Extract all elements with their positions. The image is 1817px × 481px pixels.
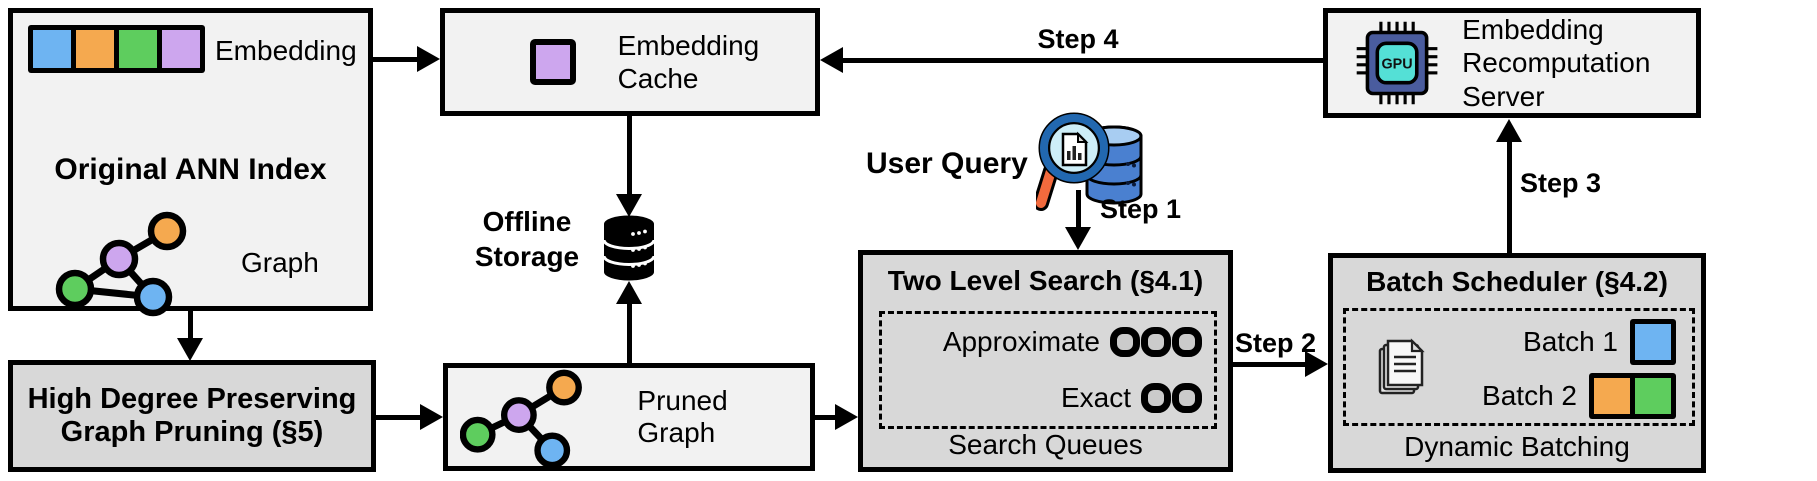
embedding-chip-blue: [1635, 324, 1671, 360]
embedding-cache-title: Embedding Cache: [617, 29, 760, 94]
embedding-cell-orange: [76, 30, 114, 68]
gpu-chip-label: GPU: [1382, 56, 1413, 72]
embedding-cell-green: [119, 30, 157, 68]
graph-node-green: [460, 416, 496, 453]
graph-node-orange: [546, 369, 582, 406]
two-level-search-title: Two Level Search (§4.1): [887, 265, 1204, 296]
embedding-label: Embedding: [215, 35, 357, 66]
graph-node-green: [55, 269, 95, 309]
embedding-vector-strip: [28, 25, 205, 73]
embedding-chip-orange: [1594, 378, 1630, 414]
documents-icon: [1378, 338, 1425, 395]
recomputation-server-box: GPU Embedding Recomputation Server: [1323, 8, 1701, 118]
batch-scheduler-title: Batch Scheduler (§4.2): [1366, 266, 1668, 297]
pruned-graph-icon: [460, 369, 582, 467]
user-query-icon: [1036, 112, 1143, 211]
graph-node-blue: [133, 277, 173, 317]
batch2-row: Batch 2: [1482, 368, 1692, 424]
original-ann-index-box: Embedding Original ANN Index Graph: [8, 8, 373, 317]
approximate-row: Approximate: [882, 314, 1214, 370]
queue-slot: [1110, 327, 1140, 357]
dynamic-batching-label: Dynamic Batching: [1404, 431, 1630, 462]
search-queues-label: Search Queues: [948, 429, 1143, 460]
batch1-label: Batch 1: [1523, 326, 1618, 357]
exact-label: Exact: [1060, 382, 1131, 413]
recomputation-server-title: Embedding Recomputation Server: [1462, 14, 1651, 112]
queue-slot: [1172, 327, 1202, 357]
two-level-search-box: Two Level Search (§4.1) Approximate Exac…: [858, 250, 1233, 472]
batch1-embeddings: [1630, 319, 1676, 365]
approximate-label: Approximate: [942, 326, 1100, 357]
graph-label: Graph: [241, 247, 319, 278]
step3-label: Step 3: [1520, 168, 1602, 198]
step1-label: Step 1: [1100, 194, 1182, 224]
batch1-row: Batch 1: [1523, 316, 1692, 368]
offline-storage-label: Offline Storage: [474, 206, 580, 272]
gpu-chip-icon: GPU: [1356, 21, 1438, 105]
queue-slot: [1141, 327, 1171, 357]
pruned-graph-label: Pruned Graph: [637, 385, 728, 448]
exact-queues: [1141, 383, 1202, 413]
batch-scheduler-box: Batch Scheduler (§4.2) Batch 1: [1328, 253, 1706, 473]
pruned-graph-box: Pruned Graph: [443, 363, 815, 471]
graph-pruning-box: High Degree Preserving Graph Pruning (§5…: [8, 360, 376, 472]
user-query-label: User Query: [866, 147, 1028, 180]
approximate-queues: [1110, 327, 1202, 357]
graph-node-blue: [534, 432, 571, 467]
exact-row: Exact: [882, 370, 1214, 426]
embedding-cell-purple: [162, 30, 200, 68]
graph-node-purple: [99, 239, 139, 279]
step2-label: Step 2: [1235, 328, 1317, 358]
queue-slot: [1172, 383, 1202, 413]
graph-node-orange: [147, 211, 187, 251]
graph-pruning-title: High Degree Preserving Graph Pruning (§5…: [27, 383, 357, 448]
offline-storage-database-icon: [602, 215, 656, 281]
step4-label: Step 4: [1037, 24, 1119, 54]
dynamic-batching-dashed-panel: Batch 1 Batch 2: [1343, 308, 1695, 426]
cached-embedding-square: [530, 39, 576, 85]
embedding-cache-box: Embedding Cache: [440, 8, 820, 116]
batch2-embeddings: [1589, 373, 1676, 419]
embedding-chip-green: [1635, 378, 1671, 414]
original-index-title: Original ANN Index: [54, 153, 327, 186]
queue-slot: [1141, 383, 1171, 413]
graph-icon: [55, 211, 187, 317]
batch2-label: Batch 2: [1482, 380, 1577, 411]
embedding-cell-blue: [33, 30, 71, 68]
graph-node-purple: [500, 397, 537, 433]
search-queues-dashed-panel: Approximate Exact: [879, 311, 1217, 429]
